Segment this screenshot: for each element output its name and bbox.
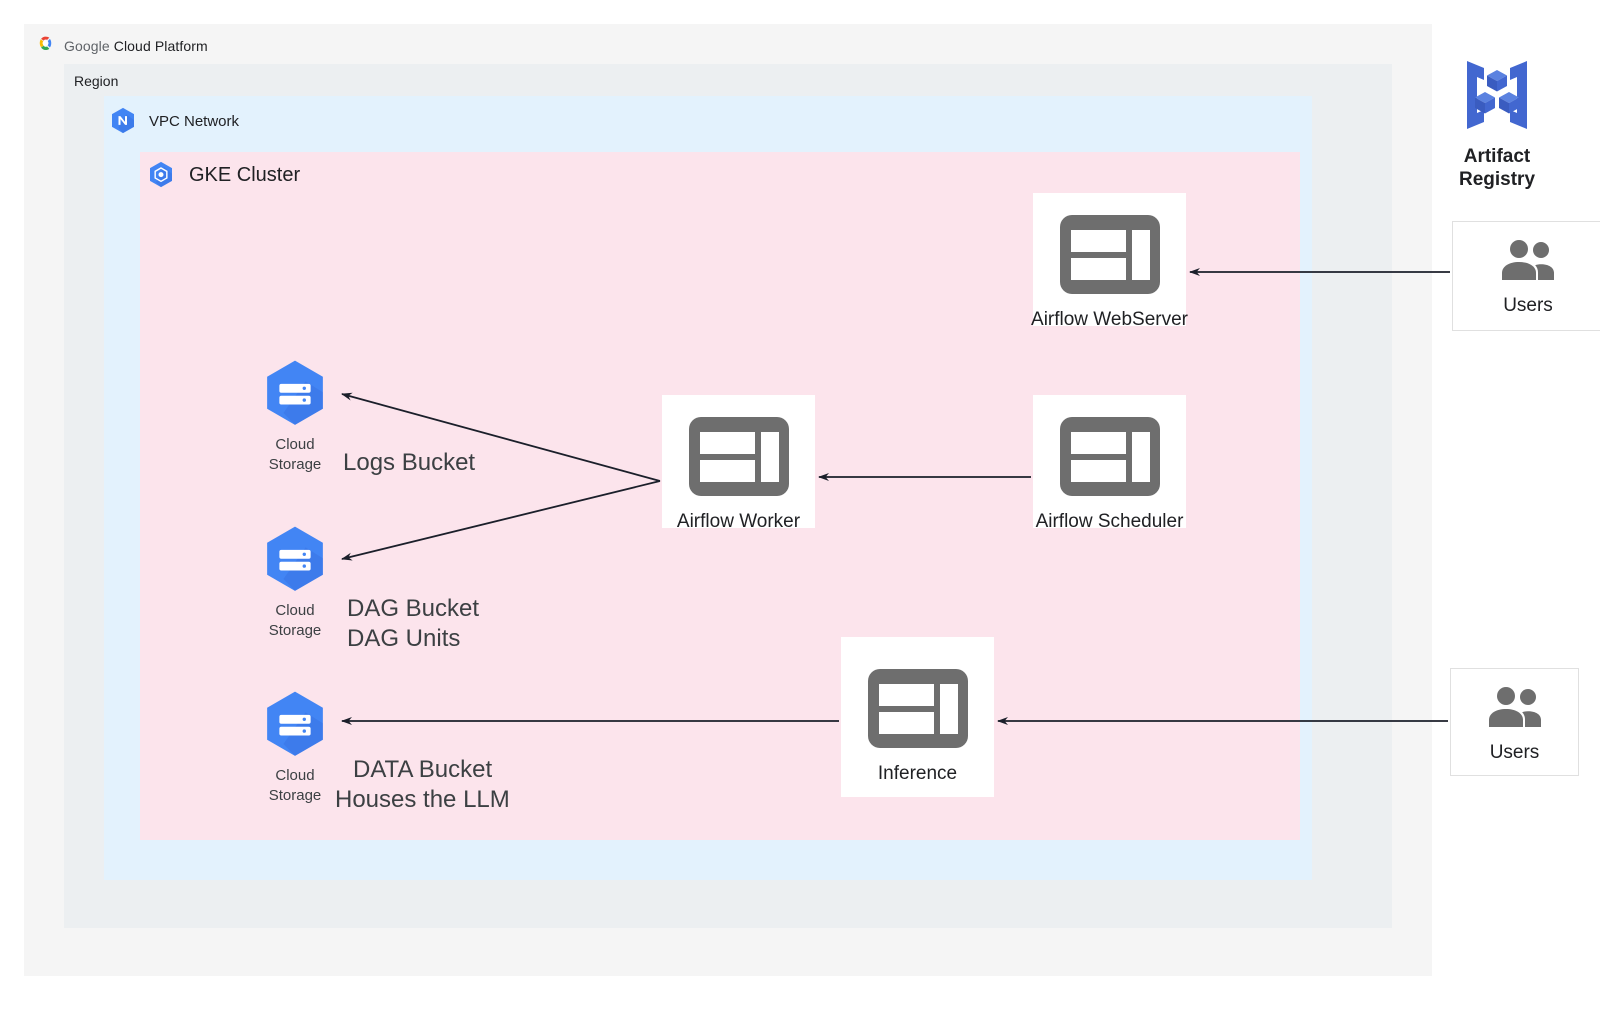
dashboard-layout-icon bbox=[1059, 417, 1160, 501]
cloud-storage-hexagon-icon bbox=[252, 355, 338, 433]
users-bottom[interactable]: Users bbox=[1450, 668, 1579, 776]
node-airflow-webserver-label: Airflow WebServer bbox=[1031, 309, 1188, 330]
users-top-label: Users bbox=[1503, 295, 1553, 316]
storage-data-caption: Cloud Storage bbox=[252, 766, 338, 806]
storage-data-bucket[interactable]: Cloud Storage bbox=[252, 686, 338, 806]
users-group-icon bbox=[1496, 239, 1560, 286]
region-label: Region bbox=[74, 73, 118, 89]
storage-caption-line1: Cloud bbox=[275, 767, 315, 784]
storage-dag-caption: Cloud Storage bbox=[252, 601, 338, 641]
gke-cluster-label: GKE Cluster bbox=[146, 160, 300, 190]
cloud-storage-hexagon-icon bbox=[252, 521, 338, 599]
storage-caption-line2: Storage bbox=[268, 455, 322, 473]
gke-cluster-label-text: GKE Cluster bbox=[189, 163, 301, 186]
node-inference[interactable]: Inference bbox=[841, 637, 994, 797]
storage-caption-line1: Cloud bbox=[275, 436, 315, 453]
annotation-dag-line1: DAG Bucket bbox=[347, 595, 480, 622]
dashboard-layout-icon bbox=[867, 669, 968, 753]
node-inference-label: Inference bbox=[877, 763, 958, 784]
region-label-text: Region bbox=[74, 73, 119, 89]
storage-logs-bucket[interactable]: Cloud Storage bbox=[252, 355, 338, 475]
node-airflow-scheduler[interactable]: Airflow Scheduler bbox=[1033, 395, 1186, 532]
annotation-dag-bucket: DAG Bucket DAG Units bbox=[347, 594, 479, 655]
google-cloud-logo-icon bbox=[36, 34, 55, 58]
storage-caption-line1: Cloud bbox=[275, 602, 315, 619]
annotation-dag-line2: DAG Units bbox=[347, 625, 461, 653]
dashboard-layout-icon bbox=[1059, 215, 1160, 299]
artifact-registry[interactable]: Artifact Registry bbox=[1439, 56, 1555, 191]
node-airflow-worker-label: Airflow Worker bbox=[676, 511, 801, 532]
storage-logs-caption: Cloud Storage bbox=[252, 435, 338, 475]
cloud-storage-hexagon-icon bbox=[252, 686, 338, 764]
gcp-brand-suffix: Cloud Platform bbox=[113, 38, 208, 54]
artifact-registry-icon bbox=[1454, 61, 1540, 138]
artifact-registry-title-line1: Artifact bbox=[1463, 146, 1531, 167]
artifact-registry-title: Artifact Registry bbox=[1439, 145, 1555, 191]
dashboard-layout-icon bbox=[688, 417, 789, 501]
node-airflow-webserver[interactable]: Airflow WebServer bbox=[1031, 193, 1188, 330]
vpc-network-hexagon-icon bbox=[108, 106, 138, 136]
gcp-brand-text: Google Cloud Platform bbox=[64, 38, 208, 54]
gke-cluster-hexagon-icon bbox=[146, 160, 176, 190]
annotation-data-line1: DATA Bucket bbox=[353, 756, 493, 783]
vpc-network-label-text: VPC Network bbox=[149, 112, 240, 130]
annotation-logs-bucket: Logs Bucket bbox=[343, 449, 476, 476]
users-top[interactable]: Users bbox=[1452, 221, 1600, 331]
gcp-brand-google: Google bbox=[64, 38, 110, 54]
google-cloud-platform-label: Google Cloud Platform bbox=[36, 34, 208, 58]
storage-caption-line2: Storage bbox=[268, 786, 322, 804]
annotation-data-line2: Houses the LLM bbox=[335, 786, 510, 814]
node-airflow-scheduler-label: Airflow Scheduler bbox=[1035, 511, 1184, 532]
users-bottom-label: Users bbox=[1489, 742, 1540, 763]
users-group-icon bbox=[1483, 686, 1547, 733]
annotation-data-bucket: DATA Bucket Houses the LLM bbox=[335, 755, 510, 816]
storage-caption-line2: Storage bbox=[268, 621, 322, 639]
node-airflow-worker[interactable]: Airflow Worker bbox=[662, 395, 815, 532]
vpc-network-label: VPC Network bbox=[108, 106, 239, 136]
storage-dag-bucket[interactable]: Cloud Storage bbox=[252, 521, 338, 641]
artifact-registry-title-line2: Registry bbox=[1458, 169, 1536, 191]
